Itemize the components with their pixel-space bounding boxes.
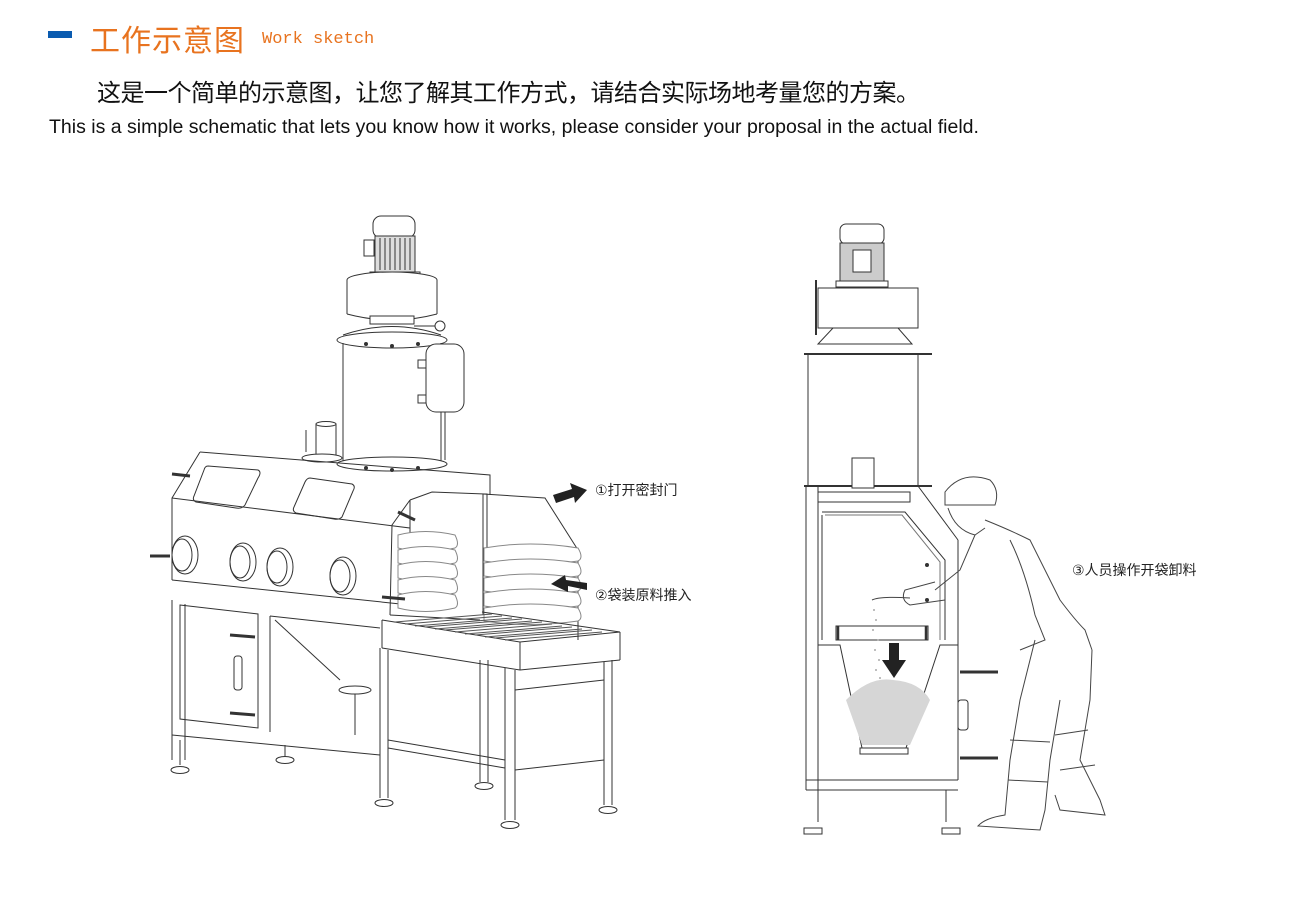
glovebox-cabinet <box>150 452 490 774</box>
powder-pile <box>846 609 930 745</box>
motor-icon <box>364 216 420 278</box>
title-accent-bar <box>48 31 72 38</box>
arrow-left-icon <box>551 575 587 592</box>
arrow-right-icon <box>553 483 587 503</box>
annotation-step-3: ③人员操作开袋卸料 <box>1072 563 1197 579</box>
page-title: 工作示意图 <box>90 24 245 59</box>
annotation-step-1: ①打开密封门 <box>595 483 678 499</box>
side-motor-icon <box>836 224 888 287</box>
page-subtitle: Work sketch <box>262 30 375 49</box>
description-english: This is a simple schematic that lets you… <box>49 116 979 138</box>
sealed-door <box>382 492 581 640</box>
arrow-down-icon <box>882 643 906 678</box>
description-chinese: 这是一个简单的示意图，让您了解其工作方式，请结合实际场地考量您的方案。 <box>97 79 920 107</box>
roller-conveyor-table <box>375 612 620 829</box>
operator-figure <box>872 477 1105 830</box>
annotation-step-2: ②袋装原料推入 <box>595 588 692 604</box>
